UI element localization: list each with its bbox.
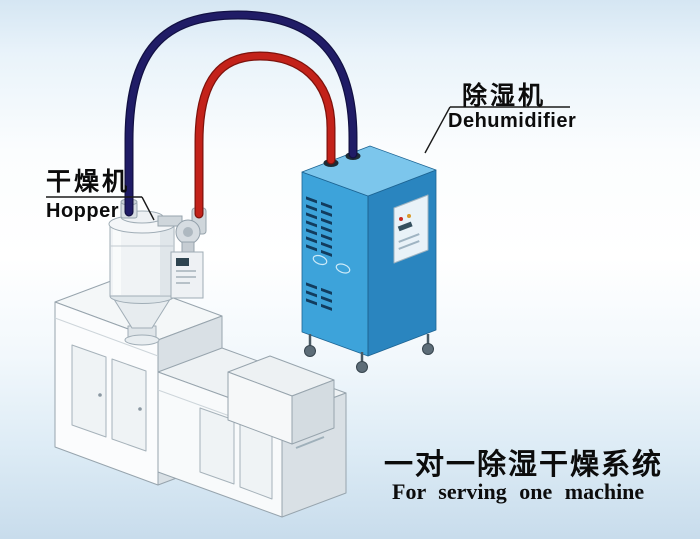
gearbox-front xyxy=(227,371,293,445)
hopper-body-shade xyxy=(160,225,173,295)
front-oval-badge xyxy=(312,254,328,266)
indicator-light xyxy=(407,214,411,218)
panel-line xyxy=(398,240,420,250)
front-oval-badge xyxy=(335,263,351,274)
supply-hose-red xyxy=(195,52,335,218)
hopper-label-en: Hopper xyxy=(46,200,119,222)
extruder-door xyxy=(71,344,107,438)
cabinet-seam xyxy=(54,317,159,357)
dehumidifier-cabinet xyxy=(301,145,437,373)
dehumidifier-label-zh: 除湿机 xyxy=(462,82,547,110)
panel-display xyxy=(397,221,413,232)
vent-grid-lower xyxy=(306,282,332,311)
caption-en: For serving one machine xyxy=(392,479,645,504)
fan-hub xyxy=(183,227,193,237)
caster-wheel xyxy=(422,343,434,355)
hopper-leader-line xyxy=(141,196,155,221)
leader-lines xyxy=(46,106,570,221)
control-line xyxy=(176,270,196,272)
extruder-machine xyxy=(54,277,347,518)
caption-zh: 一对一除湿干燥系统 xyxy=(384,449,664,481)
caster-wheel xyxy=(304,345,316,357)
indicator-light-red xyxy=(399,217,403,221)
dehumidifier-leader-line xyxy=(424,106,451,154)
panel-line xyxy=(398,233,420,243)
hopper-pedestal-flange xyxy=(124,334,160,346)
hoses xyxy=(124,10,358,219)
control-display xyxy=(176,258,189,266)
hopper-body-highlight xyxy=(113,225,121,295)
extruder-door xyxy=(111,358,147,452)
dehumidifier-label-en: Dehumidifier xyxy=(448,110,577,132)
return-hose-navy xyxy=(125,11,357,216)
casters xyxy=(308,334,430,362)
extruder-door xyxy=(199,407,235,485)
control-line xyxy=(176,276,196,278)
control-line xyxy=(176,282,190,284)
dehumidifier-control-panel xyxy=(393,194,429,264)
hopper-dryer xyxy=(108,198,176,329)
hopper-label-zh: 干燥机 xyxy=(46,168,131,196)
lid-connector-duct xyxy=(157,215,183,227)
door-handle xyxy=(138,407,142,411)
vent-grid-upper xyxy=(306,196,332,257)
door-handle xyxy=(98,393,102,397)
caster-wheel xyxy=(356,361,368,373)
